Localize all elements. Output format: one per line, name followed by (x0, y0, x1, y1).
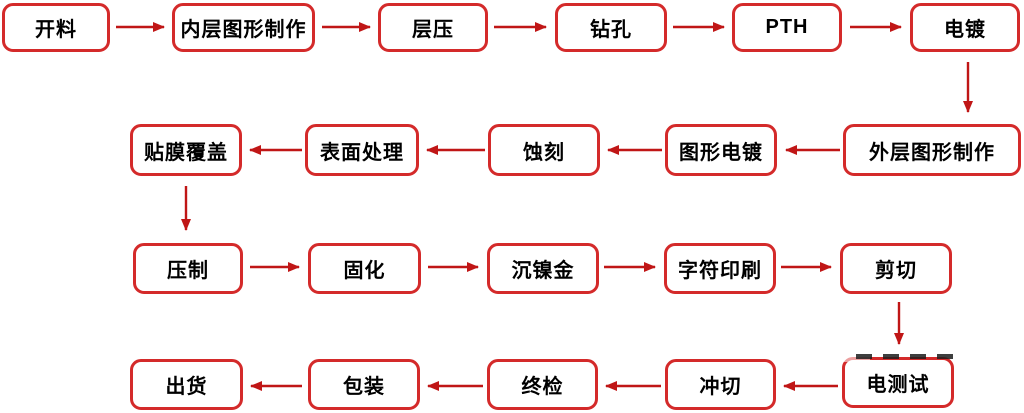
flow-node-packaging: 包装 (308, 359, 420, 410)
flow-node-lamination: 层压 (378, 3, 488, 52)
flow-node-surface-treatment: 表面处理 (305, 124, 419, 176)
flow-node-punching: 冲切 (665, 359, 776, 410)
flow-node-silkscreen: 字符印刷 (664, 243, 776, 294)
flow-node-plating: 电镀 (910, 3, 1020, 52)
flow-node-etching: 蚀刻 (488, 124, 600, 176)
flow-node-curing: 固化 (308, 243, 421, 294)
flow-node-inner-layer-pattern: 内层图形制作 (172, 3, 315, 52)
flow-node-pth: PTH (732, 3, 842, 52)
flow-node-drilling: 钻孔 (555, 3, 667, 52)
flow-node-pressing: 压制 (133, 243, 243, 294)
flow-node-pattern-plating: 图形电镀 (665, 124, 777, 176)
flow-node-outer-layer-pattern: 外层图形制作 (843, 124, 1021, 176)
flow-node-electrical-test: 电测试 (842, 357, 954, 408)
flow-node-cutting: 开料 (2, 3, 110, 52)
flow-node-final-inspection: 终检 (487, 359, 598, 410)
flow-node-shearing: 剪切 (840, 243, 952, 294)
flow-node-enig: 沉镍金 (487, 243, 599, 294)
watermark-artifact-dashes (856, 354, 954, 359)
flow-node-shipment: 出货 (130, 359, 243, 410)
flow-node-film-cover: 贴膜覆盖 (130, 124, 242, 176)
